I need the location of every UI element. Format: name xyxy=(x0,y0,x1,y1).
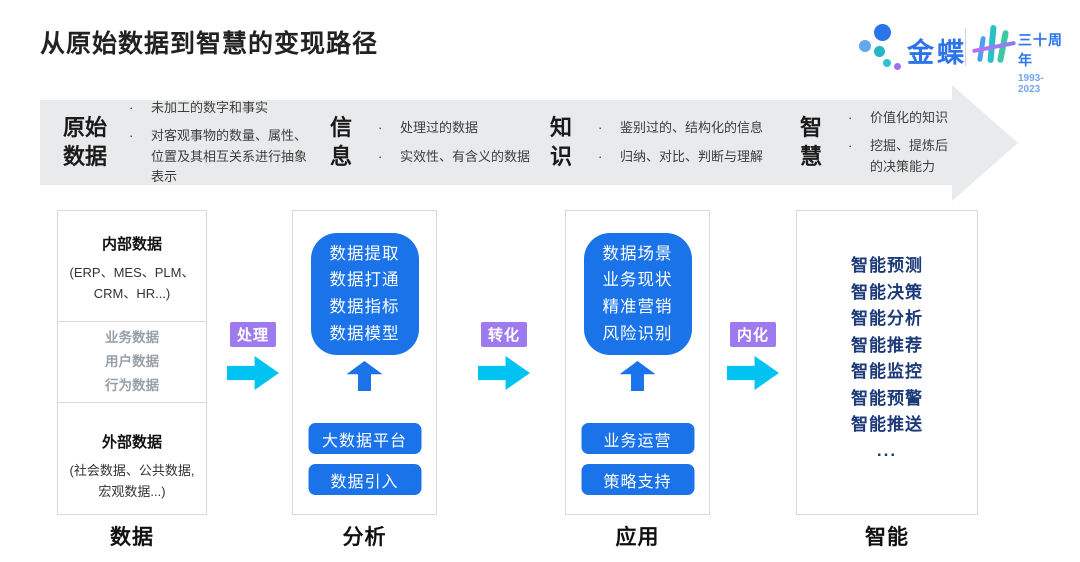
smart-item: 智能决策 xyxy=(851,282,923,302)
dikw-banner: 原始 数据 · 未加工的数字和事实 · 对客观事物的数量、属性、位置及其相互关系… xyxy=(40,100,953,185)
stage-point: 挖掘、提炼后的决策能力 xyxy=(870,138,949,174)
banner-arrowhead xyxy=(952,85,1018,201)
flow-process: 处理 xyxy=(225,322,281,390)
logo-dot xyxy=(874,24,891,41)
bullet-icon: · xyxy=(129,100,134,116)
business-operation-tag: 业务运营 xyxy=(581,423,694,454)
anniversary-label: 三十周年 xyxy=(1018,32,1063,68)
stage-raw-data: 原始 数据 · 未加工的数字和事实 · 对客观事物的数量、属性、位置及其相互关系… xyxy=(63,100,319,185)
stage-knowledge: 知 识 · 鉴别过的、结构化的信息 · 归纳、对比、判断与理解 xyxy=(550,100,763,185)
data-import-tag: 数据引入 xyxy=(308,464,421,495)
big-data-platform-tag: 大数据平台 xyxy=(308,423,421,454)
logo-dot xyxy=(874,46,885,57)
flow-label-badge: 处理 xyxy=(230,322,276,347)
stage-information: 信 息 · 处理过的数据 · 实效性、有含义的数据 xyxy=(330,100,530,185)
data-type-item: 行为数据 xyxy=(105,378,159,394)
more-ellipsis: ... xyxy=(876,440,898,460)
flow-label-badge: 转化 xyxy=(481,322,527,347)
stage-point: 鉴别过的、结构化的信息 xyxy=(620,120,764,136)
column-footer-application: 应用 xyxy=(615,526,660,549)
logo-dot xyxy=(894,63,901,70)
data-type-item: 用户数据 xyxy=(105,353,159,369)
logo-divider xyxy=(965,28,966,66)
capability-line: 数据打通 xyxy=(329,271,400,290)
application-scenarios-panel: 数据场景 业务现状 精准营销 风险识别 xyxy=(583,233,692,355)
up-arrow-icon xyxy=(346,361,383,391)
smart-item: 智能推送 xyxy=(851,415,923,434)
flow-label-badge: 内化 xyxy=(730,322,776,347)
column-footer-data: 数据 xyxy=(110,526,154,549)
bullet-icon: · xyxy=(848,110,853,126)
up-arrow-icon xyxy=(619,361,656,391)
smart-item: 智能分析 xyxy=(851,309,923,328)
right-arrow-icon xyxy=(227,356,279,390)
stage-point: 实效性、有含义的数据 xyxy=(400,148,531,164)
stage-point: 价值化的知识 xyxy=(870,110,949,126)
data-type-item: 业务数据 xyxy=(105,329,159,345)
logo-dot xyxy=(859,40,871,52)
stage-point: 对客观事物的数量、属性、位置及其相互关系进行抽象表示 xyxy=(151,128,308,184)
smart-item: 智能预测 xyxy=(851,256,923,275)
stage-term: 智 慧 xyxy=(800,114,823,169)
kingdee-butterfly-icon xyxy=(852,20,901,70)
analysis-box: 数据提取 数据打通 数据指标 数据模型 大数据平台 数据引入 xyxy=(292,210,437,515)
strategy-support-tag: 策略支持 xyxy=(581,464,694,495)
right-arrow-icon xyxy=(478,356,530,390)
flow-transform: 转化 xyxy=(476,322,532,390)
scenario-line: 业务现状 xyxy=(602,271,673,290)
bullet-icon: · xyxy=(848,138,853,154)
capability-line: 数据指标 xyxy=(329,298,400,316)
internal-data-title: 内部数据 xyxy=(101,236,162,253)
smart-item: 智能预警 xyxy=(851,388,923,408)
bullet-icon: · xyxy=(598,120,603,136)
internal-data-examples: (ERP、MES、PLM、CRM、HR...) xyxy=(69,265,195,302)
scenario-line: 数据场景 xyxy=(602,244,673,263)
anniversary-years: 1993-2023 xyxy=(1018,73,1044,95)
logo-dot xyxy=(883,59,891,67)
application-box: 数据场景 业务现状 精准营销 风险识别 业务运营 策略支持 xyxy=(565,210,710,515)
column-footer-intelligence: 智能 xyxy=(865,526,909,549)
scenario-line: 精准营销 xyxy=(602,298,673,316)
right-arrow-icon xyxy=(727,356,779,390)
bullet-icon: · xyxy=(598,148,603,164)
analysis-capabilities-panel: 数据提取 数据打通 数据指标 数据模型 xyxy=(310,233,419,355)
kingdee-logo: 金蝶 三十周年 1993-2023 xyxy=(852,18,1064,95)
external-data-title: 外部数据 xyxy=(101,434,162,451)
stage-term: 原始 数据 xyxy=(63,114,108,169)
stage-point: 归纳、对比、判断与理解 xyxy=(620,148,764,164)
capability-line: 数据模型 xyxy=(329,324,400,343)
brand-name: 金蝶 xyxy=(907,38,967,68)
capability-line: 数据提取 xyxy=(329,244,400,263)
stage-term: 信 息 xyxy=(330,114,353,169)
smart-item: 智能监控 xyxy=(851,362,923,381)
stage-wisdom: 智 慧 · 价值化的知识 · 挖掘、提炼后的决策能力 xyxy=(800,100,953,185)
smart-item: 智能推荐 xyxy=(851,335,923,355)
column-footer-analysis: 分析 xyxy=(342,526,387,549)
stage-term: 知 识 xyxy=(550,114,573,169)
bullet-icon: · xyxy=(378,120,383,136)
bullet-icon: · xyxy=(129,128,134,144)
data-sources-box: 内部数据 (ERP、MES、PLM、CRM、HR...) 业务数据 用户数据 行… xyxy=(57,210,207,515)
intelligence-box: 智能预测 智能决策 智能分析 智能推荐 智能监控 智能预警 智能推送 ... xyxy=(796,210,978,515)
page-title: 从原始数据到智慧的变现路径 xyxy=(40,30,379,58)
stage-point: 未加工的数字和事实 xyxy=(151,100,269,116)
external-data-examples: (社会数据、公共数据, 宏观数据...) xyxy=(69,463,195,500)
flow-internalize: 内化 xyxy=(725,322,781,390)
thirty-years-icon xyxy=(972,22,1016,70)
scenario-line: 风险识别 xyxy=(602,324,673,343)
stage-point: 处理过的数据 xyxy=(400,120,479,136)
bullet-icon: · xyxy=(378,148,383,164)
